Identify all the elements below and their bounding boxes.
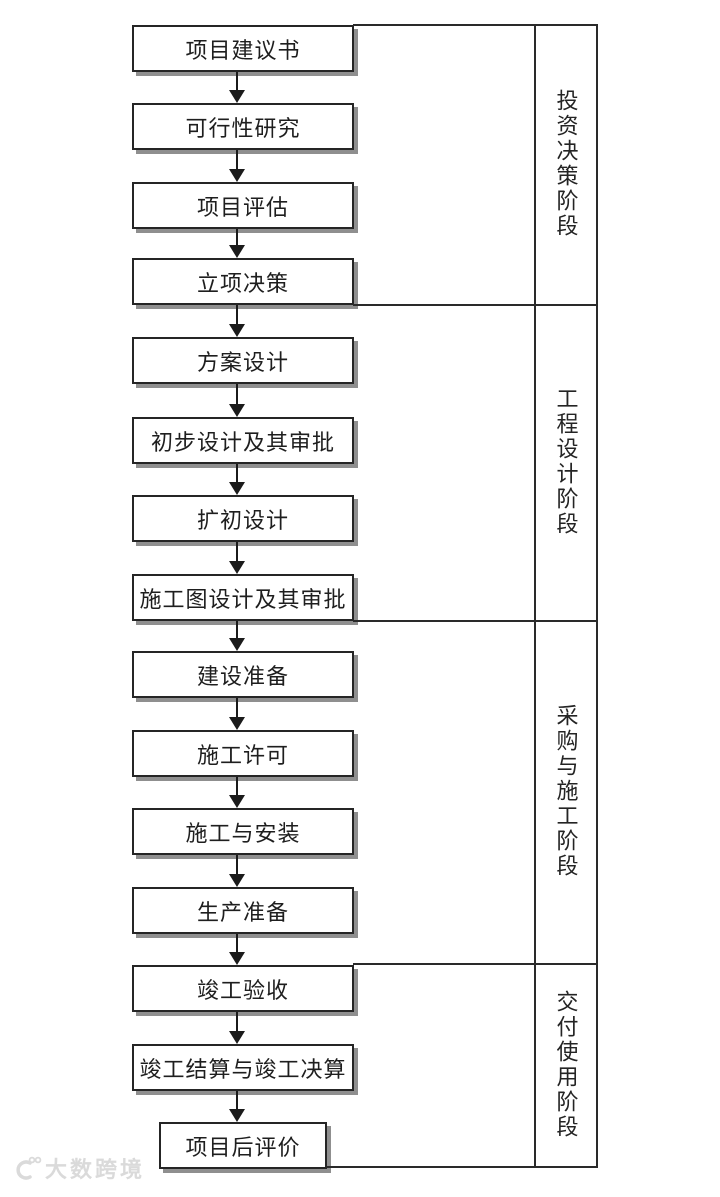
flow-arrow-down-13 xyxy=(229,1012,245,1044)
arrow-head-icon xyxy=(229,874,245,887)
flow-arrow-down-2 xyxy=(229,150,245,182)
flow-arrow-down-4 xyxy=(229,305,245,337)
arrow-head-icon xyxy=(229,404,245,417)
flow-arrow-down-9 xyxy=(229,698,245,730)
watermark-text: 大数跨境 xyxy=(45,1157,146,1182)
flow-step-box-15: 项目后评价 xyxy=(159,1122,327,1169)
arrow-head-icon xyxy=(229,1109,245,1122)
flow-step-box-14: 竣工结算与竣工决算 xyxy=(132,1044,354,1091)
arrow-head-icon xyxy=(229,90,245,103)
phase-label-delivery-use: 交付使用阶段 xyxy=(535,963,596,1166)
phase-label-text: 交付使用阶段 xyxy=(553,989,579,1140)
arrow-head-icon xyxy=(229,169,245,182)
flow-step-box-4: 立项决策 xyxy=(132,258,354,305)
flow-arrow-down-6 xyxy=(229,464,245,495)
flow-arrow-down-11 xyxy=(229,855,245,887)
phase-label-procurement-construction: 采购与施工阶段 xyxy=(535,620,596,963)
phase-label-text: 投资决策阶段 xyxy=(553,89,579,239)
arrow-shaft xyxy=(236,698,238,718)
watermark: 大数跨境 xyxy=(12,1152,145,1184)
arrow-head-icon xyxy=(229,561,245,574)
flow-step-box-12: 生产准备 xyxy=(132,887,354,934)
phase-divider-bottom xyxy=(327,1166,598,1168)
flow-step-box-11: 施工与安装 xyxy=(132,808,354,855)
flow-arrow-down-14 xyxy=(229,1091,245,1122)
phase-divider-top xyxy=(353,24,598,26)
flow-step-box-10: 施工许可 xyxy=(132,730,354,777)
arrow-shaft xyxy=(236,384,238,405)
phase-label-engineering-design: 工程设计阶段 xyxy=(535,304,596,620)
flow-step-label: 方案设计 xyxy=(196,349,289,375)
arrow-head-icon xyxy=(229,324,245,337)
phase-label-text: 采购与施工阶段 xyxy=(553,704,579,879)
flow-arrow-down-12 xyxy=(229,934,245,965)
flow-step-box-3: 项目评估 xyxy=(132,182,354,229)
phase-divider-3 xyxy=(353,963,598,965)
flow-step-box-5: 方案设计 xyxy=(132,337,354,384)
phase-label-text: 工程设计阶段 xyxy=(553,387,579,537)
flow-step-label: 竣工结算与竣工决算 xyxy=(139,1056,347,1082)
flow-step-box-13: 竣工验收 xyxy=(132,965,354,1012)
flow-step-label: 施工许可 xyxy=(196,742,289,768)
flow-step-label: 竣工验收 xyxy=(196,977,289,1003)
flow-step-label: 项目后评价 xyxy=(185,1134,301,1160)
arrow-shaft xyxy=(236,72,238,91)
flow-step-label: 立项决策 xyxy=(196,270,289,296)
arrow-shaft xyxy=(236,621,238,639)
arrow-shaft xyxy=(236,777,238,796)
arrow-head-icon xyxy=(229,245,245,258)
phase-divider-2 xyxy=(353,620,598,622)
flow-step-label: 施工与安装 xyxy=(185,820,301,846)
flow-arrow-down-1 xyxy=(229,72,245,103)
phase-bracket-outer-line xyxy=(596,24,598,1168)
arrow-shaft xyxy=(236,1091,238,1110)
flow-step-label: 生产准备 xyxy=(196,899,289,925)
flow-step-label: 可行性研究 xyxy=(185,115,301,141)
arrow-shaft xyxy=(236,542,238,562)
flow-step-label: 建设准备 xyxy=(196,663,289,689)
arrow-head-icon xyxy=(229,795,245,808)
flow-step-box-7: 扩初设计 xyxy=(132,495,354,542)
flow-step-label: 项目建议书 xyxy=(185,37,301,63)
flow-step-box-6: 初步设计及其审批 xyxy=(132,417,354,464)
phase-bracket-inner-line xyxy=(534,24,536,1168)
flow-step-label: 初步设计及其审批 xyxy=(150,429,335,455)
flow-step-label: 施工图设计及其审批 xyxy=(139,586,347,612)
arrow-shaft xyxy=(236,1012,238,1032)
flow-arrow-down-10 xyxy=(229,777,245,808)
arrow-head-icon xyxy=(229,482,245,495)
arrow-head-icon xyxy=(229,1031,245,1044)
arrow-head-icon xyxy=(229,717,245,730)
flow-step-label: 扩初设计 xyxy=(196,507,289,533)
arrow-shaft xyxy=(236,150,238,170)
arrow-shaft xyxy=(236,305,238,325)
flow-step-box-9: 建设准备 xyxy=(132,651,354,698)
flow-step-box-1: 项目建议书 xyxy=(132,25,354,72)
flow-arrow-down-3 xyxy=(229,229,245,258)
flow-step-box-8: 施工图设计及其审批 xyxy=(132,574,354,621)
phase-label-investment-decision: 投资决策阶段 xyxy=(535,24,596,304)
arrow-shaft xyxy=(236,229,238,246)
flow-step-label: 项目评估 xyxy=(196,194,289,220)
arrow-shaft xyxy=(236,855,238,875)
phase-divider-1 xyxy=(353,304,598,306)
flow-arrow-down-7 xyxy=(229,542,245,574)
arrow-shaft xyxy=(236,934,238,953)
watermark-logo-icon xyxy=(16,1156,42,1180)
arrow-shaft xyxy=(236,464,238,483)
flow-arrow-down-8 xyxy=(229,621,245,651)
flow-step-box-2: 可行性研究 xyxy=(132,103,354,150)
arrow-head-icon xyxy=(229,638,245,651)
flow-arrow-down-5 xyxy=(229,384,245,417)
arrow-head-icon xyxy=(229,952,245,965)
